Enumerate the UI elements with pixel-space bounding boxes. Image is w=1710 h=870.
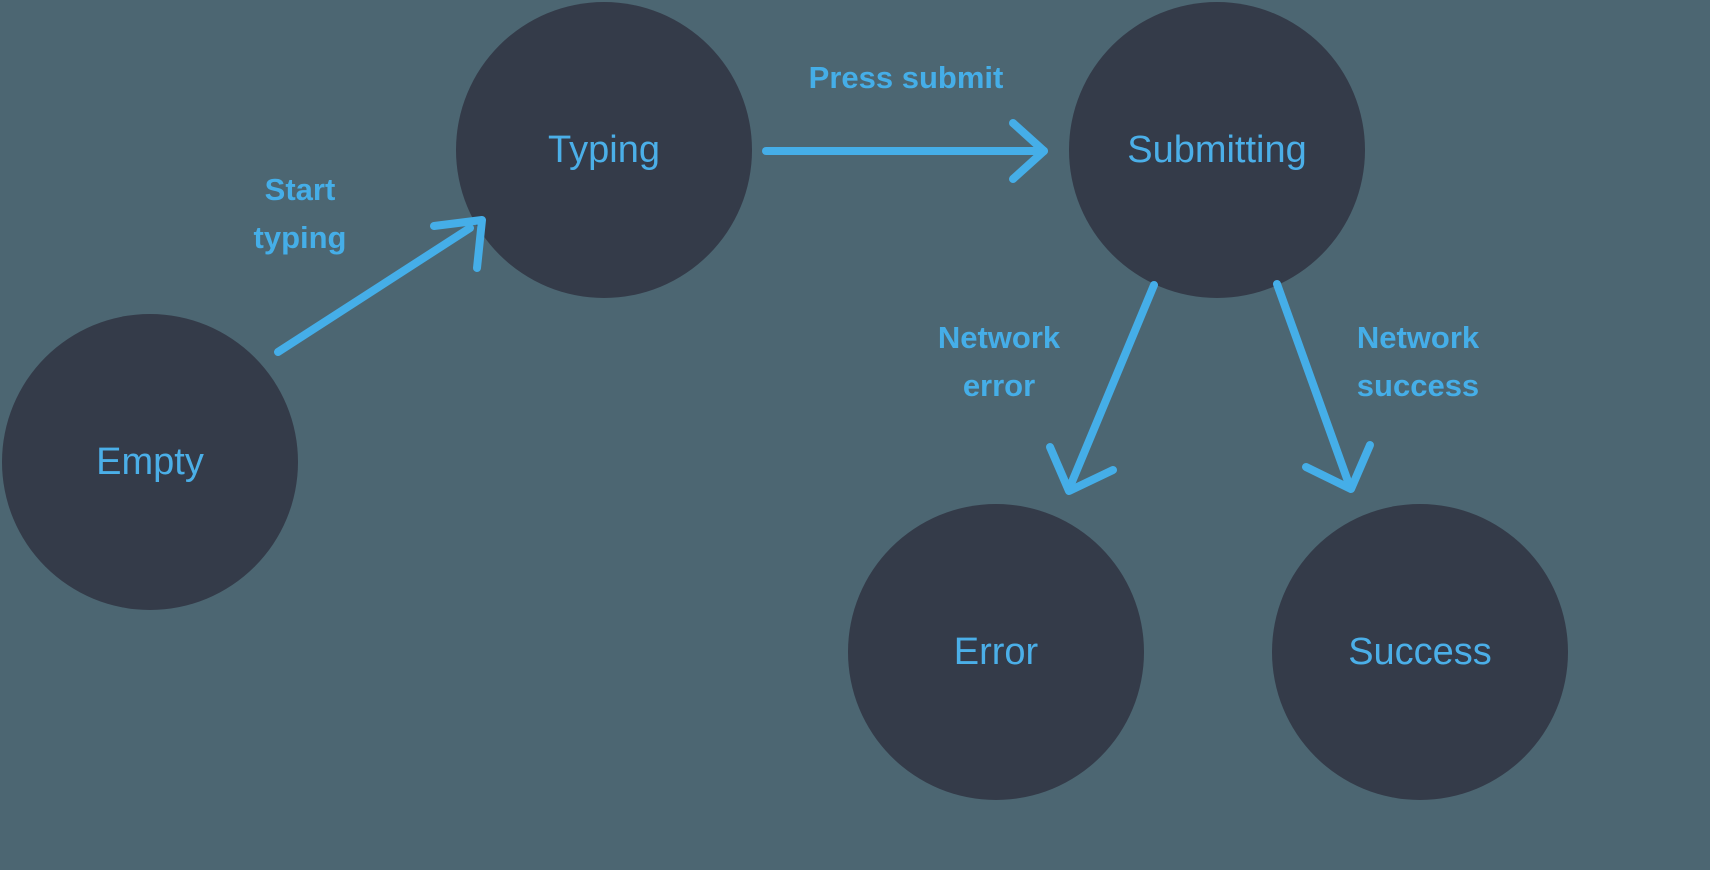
edge-network-success-label-line2: success [1357, 368, 1479, 403]
edge-press-submit: Press submit [762, 60, 1048, 183]
node-success-label: Success [1348, 631, 1492, 673]
node-submitting[interactable]: Submitting [1069, 2, 1365, 298]
node-error[interactable]: Error [848, 504, 1144, 800]
edge-network-error-line [1065, 281, 1158, 493]
node-empty[interactable]: Empty [2, 314, 298, 610]
edge-network-success-line [1273, 280, 1354, 491]
edge-start-typing-label-line2: typing [254, 220, 347, 255]
edge-network-success: Network success [1273, 280, 1480, 493]
edge-network-success-arrowhead [1302, 441, 1374, 493]
node-empty-label: Empty [96, 441, 204, 483]
node-typing-circle[interactable] [456, 2, 752, 298]
edge-press-submit-arrowhead [1009, 119, 1048, 183]
node-submitting-circle[interactable] [1069, 2, 1365, 298]
node-submitting-label: Submitting [1127, 129, 1307, 171]
edge-start-typing: Start typing [254, 172, 486, 356]
edge-start-typing-line [274, 224, 474, 356]
edge-network-error-label-line1: Network [938, 320, 1061, 355]
node-typing[interactable]: Typing [456, 2, 752, 298]
edge-network-error: Network error [938, 281, 1158, 495]
edge-network-success-label-line1: Network [1357, 320, 1480, 355]
node-error-circle[interactable] [848, 504, 1144, 800]
node-success-circle[interactable] [1272, 504, 1568, 800]
edge-start-typing-label-line1: Start [265, 172, 336, 207]
node-success[interactable]: Success [1272, 504, 1568, 800]
node-typing-label: Typing [548, 129, 660, 171]
edge-press-submit-label-line1: Press submit [809, 60, 1004, 95]
edge-network-error-label-line2: error [963, 368, 1035, 403]
node-error-label: Error [954, 631, 1039, 673]
edge-start-typing-arrowhead [430, 216, 486, 272]
edge-network-error-arrowhead [1046, 443, 1117, 495]
node-empty-circle[interactable] [2, 314, 298, 610]
